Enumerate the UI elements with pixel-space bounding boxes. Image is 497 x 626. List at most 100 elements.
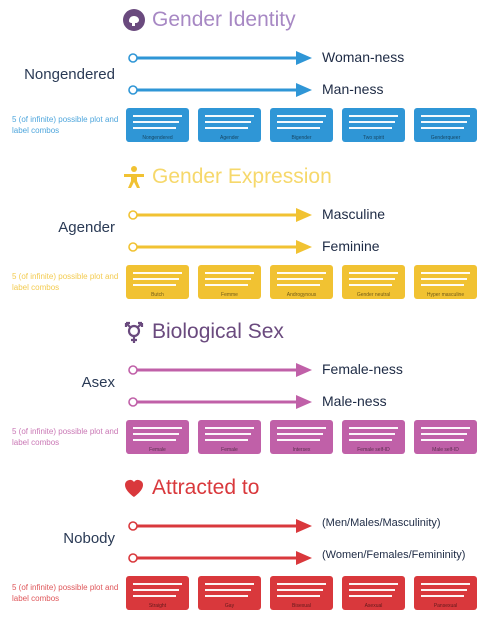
person-icon [122, 165, 146, 189]
spectrum-label: Female-ness [322, 361, 403, 377]
zero-point-label: Nongendered [24, 66, 115, 83]
section-title-text: Gender Identity [152, 8, 296, 31]
example-plot-tile: Hyper masculine [414, 265, 477, 299]
spectrum-arrow [128, 207, 312, 223]
tile-caption: Hyper masculine [426, 292, 465, 298]
tile-caption: Straight [148, 603, 167, 609]
tile-caption: Intersex [292, 447, 311, 453]
tile-line [421, 439, 464, 441]
spectrum-label: Male-ness [322, 393, 387, 409]
example-plot-tile: Butch [126, 265, 189, 299]
example-plot-tile: Femme [198, 265, 261, 299]
tile-line [421, 583, 470, 585]
tile-line [133, 115, 182, 117]
tile-line [205, 115, 254, 117]
example-plot-tile: Female [126, 420, 189, 454]
spectrum-label: (Men/Males/Masculinity) [322, 517, 441, 529]
spectrum-arrow [128, 518, 312, 534]
spectrum-label: Feminine [322, 238, 380, 254]
tile-line [205, 439, 248, 441]
tile-line [277, 439, 320, 441]
tile-line [277, 121, 323, 123]
tile-line [133, 127, 176, 129]
zero-point-label: Agender [58, 219, 115, 236]
tile-line [277, 427, 326, 429]
tile-line [133, 278, 179, 280]
spectrum-label: Man-ness [322, 81, 384, 97]
example-plot-tile: Straight [126, 576, 189, 610]
tile-caption: Femme [221, 292, 238, 298]
tile-caption: Bisexual [292, 603, 311, 609]
tile-line [349, 272, 398, 274]
tile-line [277, 589, 323, 591]
spectrum-label: (Women/Females/Femininity) [322, 549, 466, 561]
tile-line [349, 439, 392, 441]
example-plot-tile: Agender [198, 108, 261, 142]
tile-line [421, 115, 470, 117]
tile-line [205, 284, 248, 286]
tile-line [277, 595, 320, 597]
gender-diagram: { "sections": [ { "id": "gender-identity… [0, 8, 497, 610]
tile-line [133, 427, 182, 429]
example-plot-tile: Intersex [270, 420, 333, 454]
tile-line [277, 127, 320, 129]
tile-caption: Male self-ID [432, 447, 459, 453]
spectrum-label: Masculine [322, 206, 386, 222]
example-plot-tile: Two spirit [342, 108, 405, 142]
tile-line [349, 589, 395, 591]
example-plot-tile: Genderqueer [414, 108, 477, 142]
tile-line [205, 427, 254, 429]
tile-line [133, 121, 179, 123]
combos-note: 5 (of infinite) possible plot and label … [12, 115, 119, 135]
tile-caption: Asexual [364, 603, 383, 609]
zero-point-label: Asex [81, 374, 115, 391]
tile-line [349, 278, 395, 280]
tile-line [133, 583, 182, 585]
tile-caption: Agender [220, 135, 239, 141]
tile-line [205, 433, 251, 435]
example-plot-tile: Nongendered [126, 108, 189, 142]
tile-caption: Female self-ID [357, 447, 390, 453]
example-plot-tile: Androgynous [270, 265, 333, 299]
tile-line [133, 272, 182, 274]
tile-caption: Gender neutral [356, 292, 391, 298]
example-plot-tile: Bisexual [270, 576, 333, 610]
section-title: Gender Identity [122, 8, 296, 32]
example-plot-tile: Gay [198, 576, 261, 610]
spectrum-arrow [128, 394, 312, 410]
tile-line [421, 433, 467, 435]
section-title: Gender Expression [122, 165, 332, 189]
tile-line [421, 278, 467, 280]
tile-caption: Bigender [291, 135, 312, 141]
section-title-text: Biological Sex [152, 320, 284, 343]
tile-line [421, 284, 464, 286]
example-plot-tile: Pansexual [414, 576, 477, 610]
section-title: Biological Sex [122, 320, 284, 344]
tile-caption: Gay [224, 603, 235, 609]
spectrum-arrow [128, 50, 312, 66]
tile-line [277, 272, 326, 274]
section-title-text: Gender Expression [152, 165, 332, 188]
spectrum-arrow [128, 362, 312, 378]
section-title-text: Attracted to [152, 476, 260, 499]
tile-line [277, 433, 323, 435]
example-plot-tile: Female self-ID [342, 420, 405, 454]
spectrum-arrow [128, 239, 312, 255]
tile-line [349, 121, 395, 123]
tile-line [349, 427, 398, 429]
tile-caption: Genderqueer [430, 135, 461, 141]
tile-line [205, 589, 251, 591]
tile-line [205, 272, 254, 274]
tile-line [349, 595, 392, 597]
tile-line [133, 433, 179, 435]
tile-line [349, 115, 398, 117]
tile-line [349, 284, 392, 286]
tile-line [205, 121, 251, 123]
tile-caption: Two spirit [362, 135, 385, 141]
example-plot-tile: Asexual [342, 576, 405, 610]
